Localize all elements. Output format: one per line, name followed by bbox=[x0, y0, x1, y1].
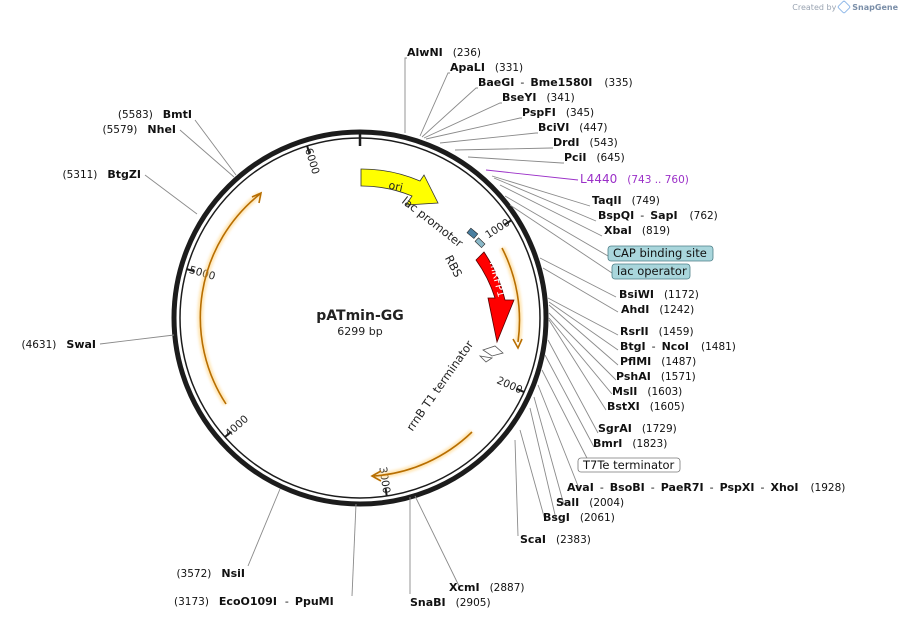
scale-tick-label: 1000 bbox=[483, 217, 512, 242]
enzyme-snabi: SnaBI(2905) bbox=[410, 596, 491, 609]
scale-tick bbox=[516, 387, 525, 393]
enzyme-mslI: MslI(1603) bbox=[612, 385, 682, 398]
enzyme-pspfi: PspFI(345) bbox=[522, 106, 594, 119]
enzyme-bmti: (5583)BmtI bbox=[118, 108, 192, 121]
enzyme-baegi: BaeGI-Bme1580I(335) bbox=[478, 76, 633, 89]
enzyme-sali: SalI(2004) bbox=[556, 496, 624, 509]
enzyme-sgrai: SgrAI(1729) bbox=[598, 422, 677, 435]
scale-tick-label: 4000 bbox=[223, 413, 251, 440]
mrfp1-feature bbox=[475, 251, 515, 344]
enzyme-rsrii: RsrII(1459) bbox=[620, 325, 694, 338]
rbs-label: RBS bbox=[442, 253, 465, 280]
ampr-arc-left bbox=[197, 191, 263, 406]
enzyme-bseyi: BseYI(341) bbox=[502, 91, 575, 104]
enzyme-pflmi: PflMI(1487) bbox=[620, 355, 696, 368]
scale-tick bbox=[186, 268, 195, 273]
scale-tick bbox=[503, 219, 512, 226]
enzyme-ahdi: AhdI(1242) bbox=[621, 303, 694, 316]
rrnb-terminator-mark bbox=[482, 345, 504, 357]
enzyme-bmri: BmrI(1823) bbox=[593, 437, 667, 450]
ampr-arc-bottom bbox=[370, 429, 475, 482]
enzyme-alwni: AlwNI(236) bbox=[407, 46, 481, 59]
enzyme-pshai: PshAI(1571) bbox=[616, 370, 696, 383]
lac-promoter-mark bbox=[466, 227, 479, 239]
enzyme-drdi: DrdI(543) bbox=[553, 136, 618, 149]
watermark-brand: SnapGene bbox=[852, 2, 898, 12]
enzyme-bcivi: BciVI(447) bbox=[538, 121, 608, 134]
enzyme-xbai: XbaI(819) bbox=[604, 224, 670, 237]
enzyme-btgi: BtgI-NcoI(1481) bbox=[620, 340, 736, 353]
enzyme-nhei: (5579)NheI bbox=[102, 123, 176, 136]
enzyme-labels-right: AlwNI(236) ApaLI(331) BaeGI-Bme1580I(335… bbox=[407, 46, 845, 609]
primer-l4440: L4440(743 .. 760) bbox=[580, 172, 689, 186]
enzyme-xcmi: XcmI(2887) bbox=[449, 581, 524, 594]
enzyme-avai: AvaI-BsoBI-PaeR7I-PspXI-XhoI(1928) bbox=[567, 481, 845, 494]
enzyme-bspqi: BspQI-SapI(762) bbox=[598, 209, 718, 222]
rrnb-terminator-mark-2 bbox=[478, 355, 494, 363]
scale-tick bbox=[224, 430, 232, 438]
enzyme-pcii: PciI(645) bbox=[564, 151, 625, 164]
plasmid-name: pATmin-GG bbox=[316, 308, 403, 324]
lac-operator-label: lac operator bbox=[617, 264, 687, 278]
scale-tick-label: 2000 bbox=[495, 375, 524, 397]
enzyme-labels-left: (5583)BmtI (5579)NheI (5311)BtgZI (4631)… bbox=[21, 108, 333, 608]
watermark-prefix: Created by bbox=[792, 2, 837, 12]
cap-binding-site-label: CAP binding site bbox=[613, 246, 707, 260]
cap-binding-site-box bbox=[607, 245, 714, 262]
scale-tick-label: 6000 bbox=[302, 147, 321, 176]
enzyme-apali: ApaLI(331) bbox=[450, 61, 523, 74]
rbs-mark bbox=[474, 237, 486, 249]
rrnb-terminator-label: rrnB T1 terminator bbox=[403, 338, 476, 434]
enzyme-ecoo109i: (3173)EcoO109I-PpuMI bbox=[174, 595, 334, 608]
scale-tick bbox=[384, 487, 388, 497]
plasmid-size: 6299 bp bbox=[337, 325, 382, 338]
t7te-terminator-box bbox=[577, 457, 681, 473]
enzyme-scai: ScaI(2383) bbox=[520, 533, 591, 546]
ori-feature bbox=[360, 168, 439, 206]
enzyme-bsiwi: BsiWI(1172) bbox=[619, 288, 699, 301]
scale-tick bbox=[306, 145, 311, 154]
enzyme-bstxi: BstXI(1605) bbox=[607, 400, 685, 413]
enzyme-bsgi: BsgI(2061) bbox=[543, 511, 615, 524]
ori-label: ori bbox=[387, 179, 404, 195]
snapgene-watermark: Created by SnapGene bbox=[792, 0, 898, 15]
t7te-terminator-label: T7Te terminator bbox=[582, 458, 675, 472]
enzyme-taqii: TaqII(749) bbox=[592, 194, 660, 207]
enzyme-btgzi: (5311)BtgZI bbox=[62, 168, 141, 181]
ampr-arc-right bbox=[499, 246, 523, 350]
enzyme-nsii: (3572)NsiI bbox=[176, 567, 245, 580]
leader-lines bbox=[99, 57, 619, 597]
enzyme-swai: (4631)SwaI bbox=[21, 338, 96, 351]
lac-operator-box bbox=[611, 263, 691, 280]
